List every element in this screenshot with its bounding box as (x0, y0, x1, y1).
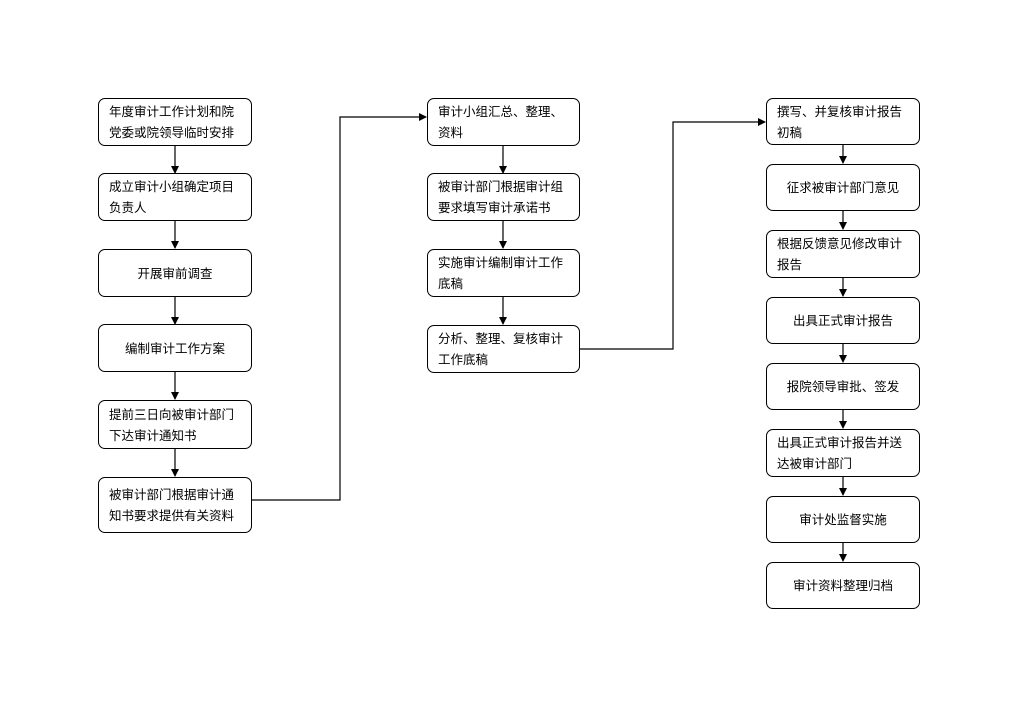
step-pre-audit-survey: 开展审前调查 (98, 249, 252, 297)
step-draft-report: 撰写、并复核审计报告初稿 (766, 98, 920, 145)
step-form-audit-team: 成立审计小组确定项目负责人 (98, 173, 252, 221)
step-solicit-opinions: 征求被审计部门意见 (766, 164, 920, 211)
step-archive-materials: 审计资料整理归档 (766, 562, 920, 609)
step-audit-notice: 提前三日向被审计部门下达审计通知书 (98, 400, 252, 449)
step-working-papers: 实施审计编制审计工作底稿 (427, 249, 580, 297)
connector-c2-c3 (580, 118, 766, 350)
step-revise-report: 根据反馈意见修改审计报告 (766, 230, 920, 278)
step-issue-report: 出具正式审计报告 (766, 297, 920, 344)
step-deliver-report: 出具正式审计报告并送达被审计部门 (766, 429, 920, 477)
step-provide-materials: 被审计部门根据审计通知书要求提供有关资料 (98, 477, 252, 533)
step-leader-approval: 报院领导审批、签发 (766, 363, 920, 410)
step-annual-plan: 年度审计工作计划和院党委或院领导临时安排 (98, 98, 252, 146)
step-summarize-materials: 审计小组汇总、整理、资料 (427, 98, 580, 146)
step-audit-plan: 编制审计工作方案 (98, 324, 252, 372)
connector-c1-c2 (252, 113, 427, 501)
step-review-papers: 分析、整理、复核审计工作底稿 (427, 325, 580, 373)
step-supervise-implementation: 审计处监督实施 (766, 496, 920, 543)
step-commitment-letter: 被审计部门根据审计组要求填写审计承诺书 (427, 173, 580, 221)
